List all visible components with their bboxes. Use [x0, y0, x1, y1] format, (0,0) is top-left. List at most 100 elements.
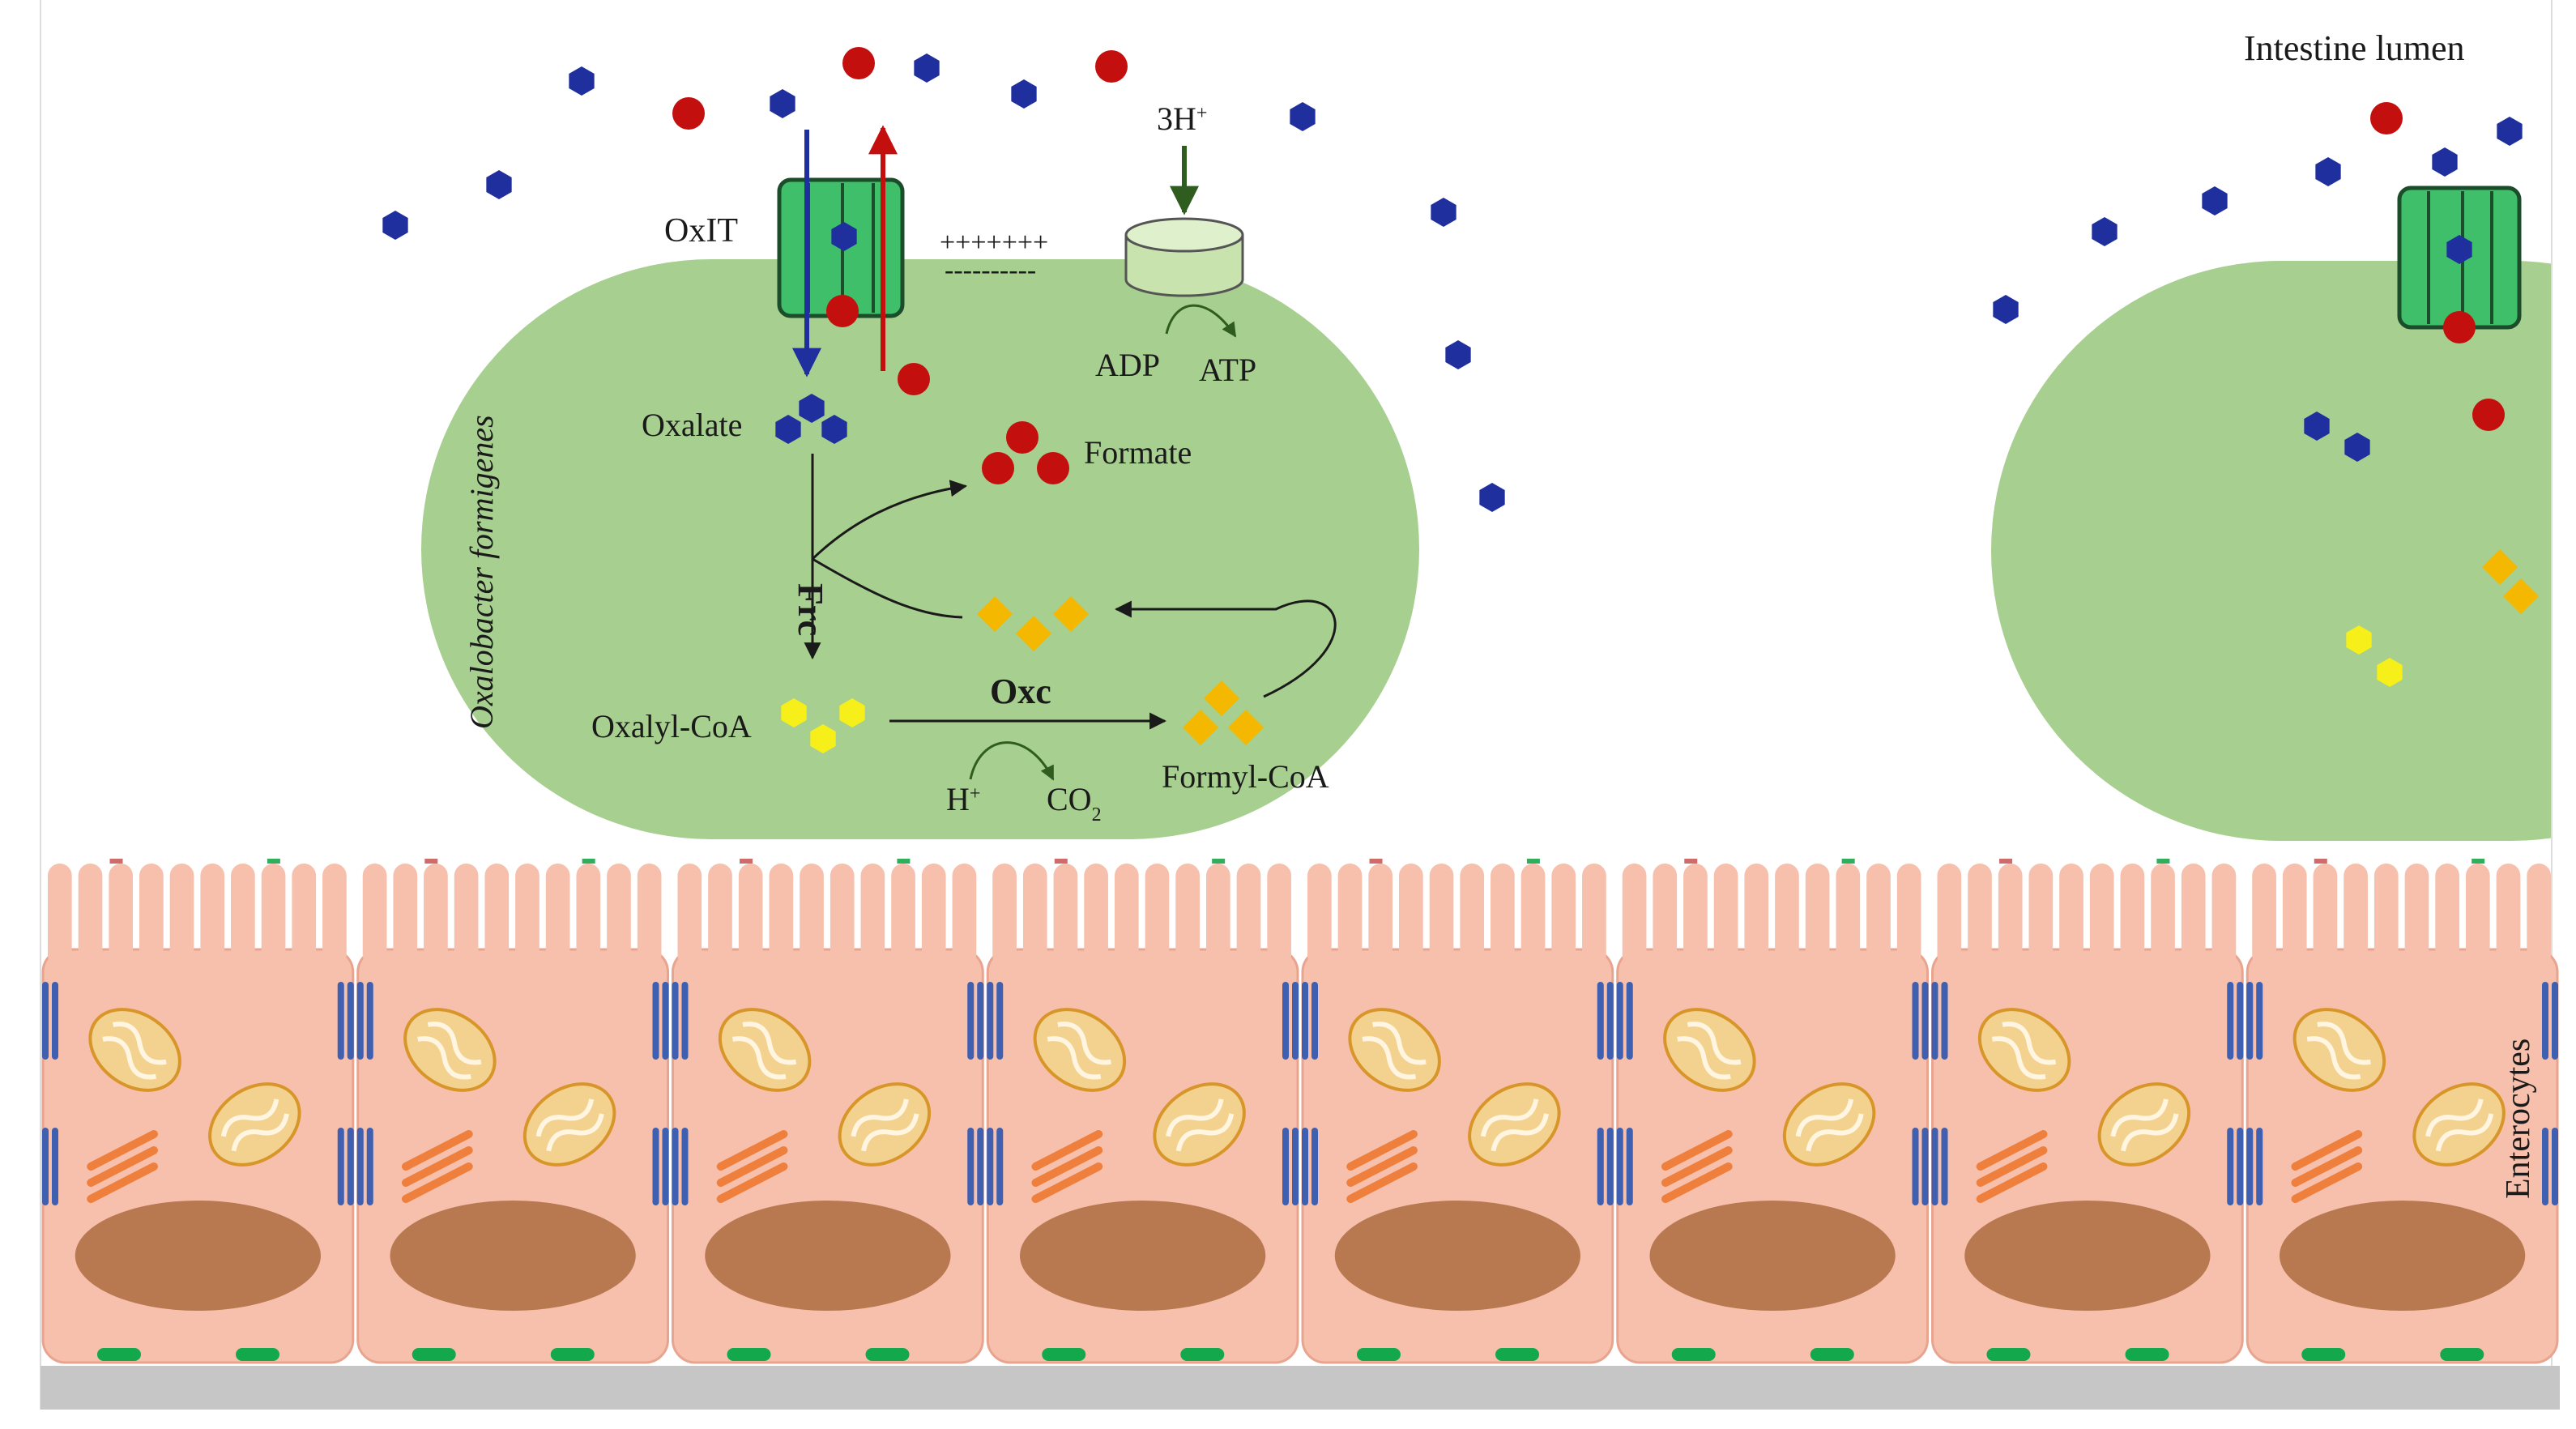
- co2-text: CO: [1047, 781, 1092, 817]
- microvillus: [2120, 864, 2145, 967]
- oxalate-hex: [1445, 340, 1471, 369]
- tight-junction: [2237, 982, 2244, 1060]
- oxalate-hex: [770, 89, 795, 118]
- tight-junction: [52, 982, 58, 1060]
- tight-junction: [1597, 1128, 1604, 1205]
- tight-junction: [1931, 982, 1938, 1060]
- microvillus: [2344, 864, 2368, 967]
- endoplasmic-reticulum: [1031, 1130, 1103, 1171]
- microvillus: [200, 864, 225, 967]
- mitochondrion: [1348, 1008, 1441, 1092]
- microvillus: [1805, 864, 1830, 967]
- microvillus: [1337, 864, 1363, 967]
- oxalate-hex: [1011, 79, 1037, 109]
- microvillus: [1896, 864, 1921, 967]
- tight-junction: [52, 1128, 58, 1205]
- microvillus: [1937, 864, 1962, 967]
- mitochondrion: [2097, 1082, 2191, 1167]
- bacterium-right: [1991, 0, 2576, 1410]
- microvillus: [1582, 864, 1606, 967]
- oxalate-hex: [2432, 147, 2458, 177]
- bacterium-body: [421, 259, 1419, 839]
- tight-junction: [1626, 982, 1633, 1060]
- tight-junction: [1941, 982, 1948, 1060]
- mitochondrion: [2412, 1082, 2506, 1167]
- villus-tip: [2314, 859, 2327, 864]
- basal-marker: [1495, 1348, 1540, 1361]
- membrane-plus-label: +++++++: [940, 228, 1048, 258]
- microvillus: [607, 864, 631, 967]
- atp-label: ATP: [1199, 352, 1256, 388]
- endoplasmic-reticulum: [1976, 1130, 2048, 1171]
- nucleus: [390, 1201, 636, 1311]
- enterocyte-layer: [41, 859, 2559, 1364]
- formate-dot: [2472, 399, 2505, 431]
- villus-tip: [424, 859, 438, 864]
- microvillus: [1998, 864, 2023, 967]
- microvillus: [2435, 864, 2459, 967]
- microvillus: [393, 864, 418, 967]
- oxc-label: Oxc: [990, 672, 1051, 711]
- microvillus: [2252, 864, 2276, 967]
- endoplasmic-reticulum: [1661, 1162, 1733, 1203]
- formyl-diamond: [1228, 710, 1264, 745]
- microvillus: [2151, 864, 2175, 967]
- tight-junction: [1616, 1128, 1623, 1205]
- villus-tip: [582, 859, 595, 864]
- microvillus: [1053, 864, 1078, 967]
- microvillus: [1145, 864, 1170, 967]
- tight-junction: [1282, 1128, 1289, 1205]
- proton-charge: +: [1196, 103, 1208, 124]
- membrane-minus-label: ----------: [945, 255, 1036, 285]
- endoplasmic-reticulum: [401, 1130, 473, 1171]
- microvillus: [322, 864, 347, 967]
- microvillus: [169, 864, 194, 967]
- nucleus: [75, 1201, 321, 1311]
- tight-junction: [977, 982, 984, 1060]
- formyl-diamond: [1204, 680, 1239, 716]
- microvillus: [1307, 864, 1332, 967]
- microvillus: [1520, 864, 1546, 967]
- microvillus: [1836, 864, 1861, 967]
- villus-tip: [1841, 859, 1855, 864]
- tight-junction: [347, 982, 354, 1060]
- microvillus: [738, 864, 763, 967]
- tight-junction: [681, 1128, 689, 1205]
- basal-marker: [412, 1348, 456, 1361]
- bacterium-right-body: [1991, 261, 2576, 841]
- tight-junction: [42, 1128, 49, 1205]
- adp-atp-arrow: [1165, 304, 1237, 338]
- oxalate-hex: [2497, 117, 2523, 146]
- endoplasmic-reticulum: [1346, 1146, 1418, 1187]
- basal-marker: [865, 1348, 910, 1361]
- microvillus: [2313, 864, 2338, 967]
- formyl-diamond: [1183, 710, 1218, 745]
- microvillus: [952, 864, 977, 967]
- microvillus: [1084, 864, 1108, 967]
- basal-marker: [2440, 1348, 2484, 1361]
- mitochondrion: [403, 1008, 497, 1092]
- microvillus: [261, 864, 286, 967]
- microvillus: [1551, 864, 1576, 967]
- tight-junction: [2227, 982, 2234, 1060]
- microvillus: [454, 864, 479, 967]
- formyl-diamond: [1053, 596, 1089, 632]
- formate-label: Formate: [1084, 434, 1192, 471]
- h-co2-arrow: [969, 741, 1055, 781]
- endoplasmic-reticulum: [1031, 1146, 1103, 1187]
- tight-junction: [1931, 1128, 1938, 1205]
- endoplasmic-reticulum: [401, 1146, 473, 1187]
- microvillus: [1866, 864, 1891, 967]
- oxalate-hex: [914, 53, 940, 83]
- basal-marker: [1986, 1348, 2031, 1361]
- proton-label: 3H+: [1157, 100, 1207, 137]
- microvillus: [2282, 864, 2307, 967]
- villus-tip: [2472, 859, 2485, 864]
- microvillus: [637, 864, 662, 967]
- co2-label: CO2: [1047, 781, 1102, 825]
- microvillus: [545, 864, 570, 967]
- frc-arrow-formate: [811, 480, 968, 561]
- microvillus: [2373, 864, 2399, 967]
- microvillus: [677, 864, 702, 967]
